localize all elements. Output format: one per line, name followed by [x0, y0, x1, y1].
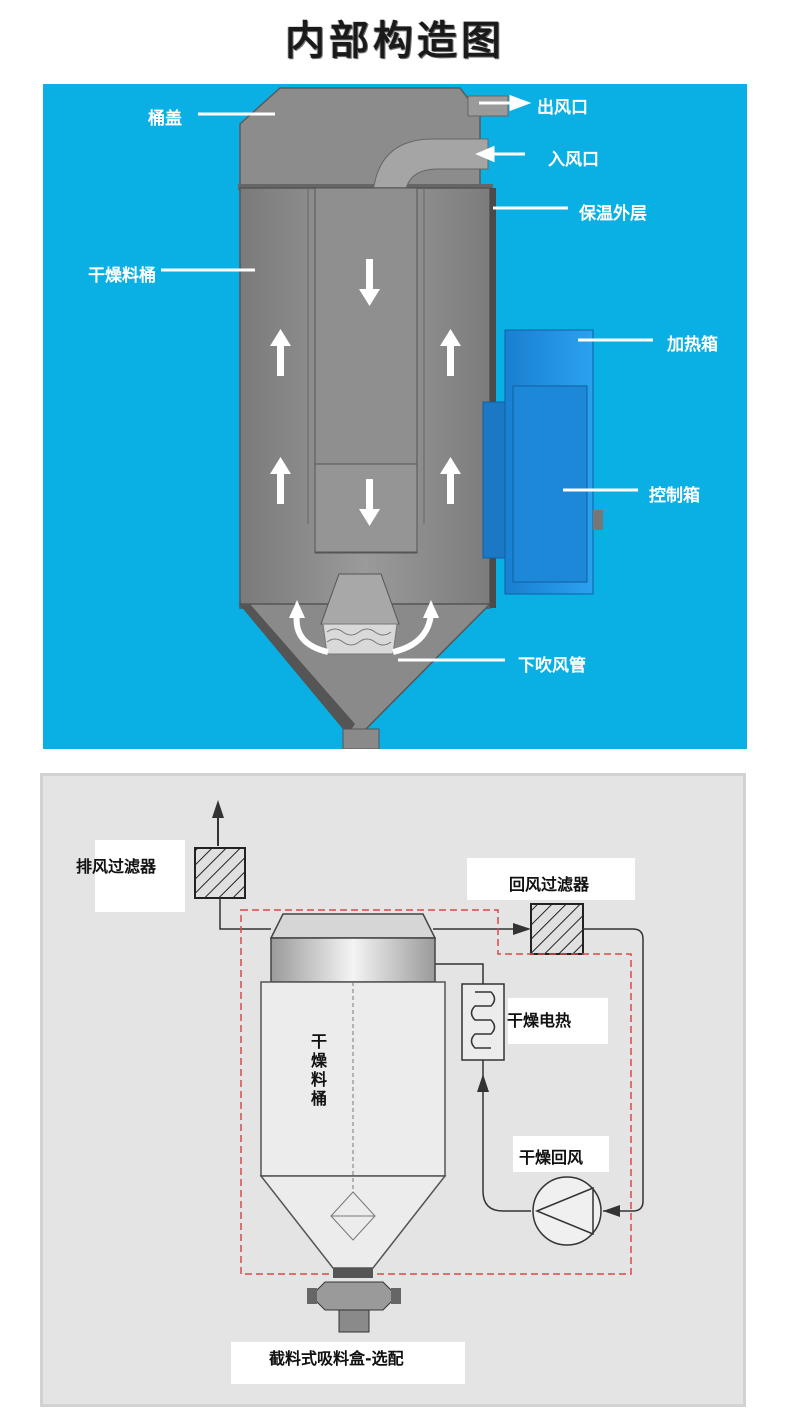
label-loading-box: 截料式吸料盒-选配 [269, 1349, 404, 1368]
internal-structure-diagram: 桶盖 出风口 入风口 保温外层 干燥料桶 加热箱 控制箱 下吹风管 [43, 84, 747, 749]
label-lid: 桶盖 [148, 109, 182, 129]
label-air-outlet: 出风口 [537, 98, 588, 118]
schematic-drawing [95, 800, 644, 1384]
airflow-schematic: 排风过滤器 回风过滤器 干燥电热 干燥料桶 干燥回风 截料式吸料盒-选配 [40, 773, 746, 1407]
label-exhaust-filter: 排风过滤器 [76, 857, 157, 876]
page-title: 内部构造图 [285, 18, 505, 64]
label-control-box: 控制箱 [649, 486, 700, 506]
label-drying-heater: 干燥电热 [507, 1011, 572, 1030]
label-hopper: 干燥料桶 [310, 1032, 327, 1108]
label-drying-hopper: 干燥料桶 [88, 266, 156, 286]
label-insulation-layer: 保温外层 [579, 204, 647, 224]
machine-illustration [161, 87, 653, 749]
label-air-inlet: 入风口 [548, 150, 599, 170]
label-return-blower: 干燥回风 [519, 1148, 584, 1167]
label-return-filter: 回风过滤器 [509, 875, 590, 894]
label-heating-box: 加热箱 [667, 335, 718, 355]
label-down-blow-pipe: 下吹风管 [518, 656, 586, 676]
